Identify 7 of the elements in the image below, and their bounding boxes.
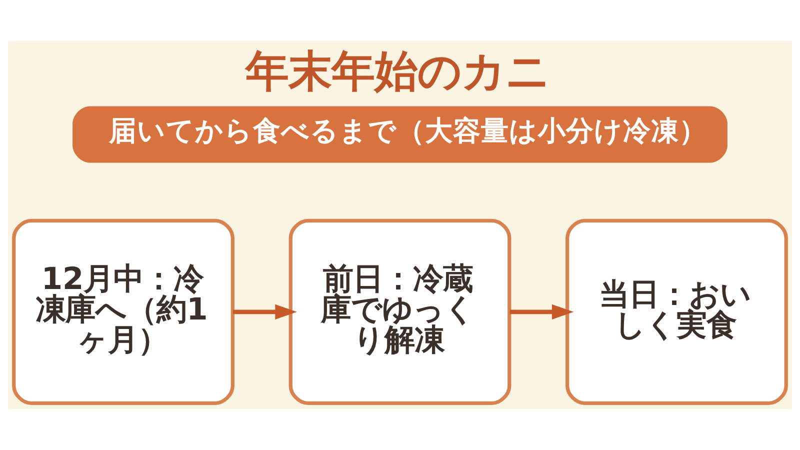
node-box: 当日：おいしく実食 bbox=[566, 218, 788, 406]
diagram-title: 年末年始のカニ bbox=[246, 46, 550, 97]
arrow bbox=[510, 304, 574, 320]
arrow bbox=[233, 304, 297, 320]
node-box: 前日：冷蔵庫でゆっくり解凍 bbox=[288, 218, 512, 406]
node-box: 届いてから食べるまで（大容量は小分け冷凍） bbox=[72, 106, 728, 163]
node-box: 12月中：冷凍庫へ（約1ヶ月） bbox=[12, 218, 234, 406]
